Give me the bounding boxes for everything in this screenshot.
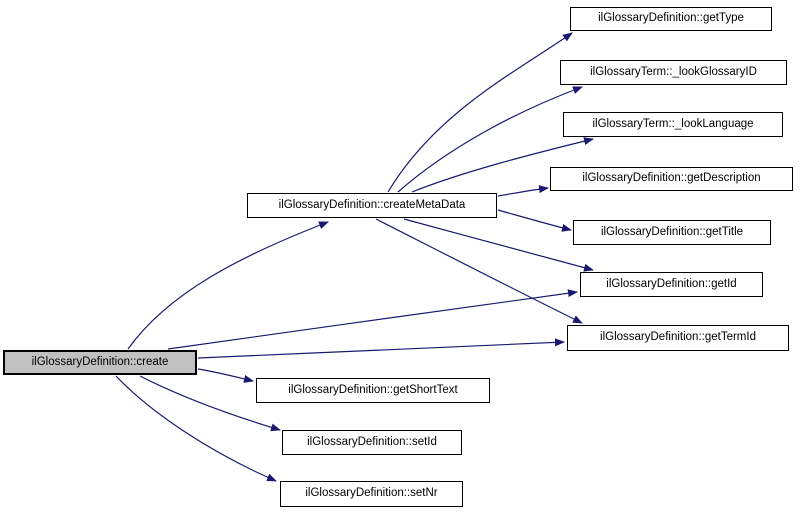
- node-getTitle[interactable]: ilGlossaryDefinition::getTitle: [573, 220, 771, 245]
- edge-create-getId: [167, 289, 578, 350]
- node-getId[interactable]: ilGlossaryDefinition::getId: [580, 272, 763, 297]
- edge-create-getShortText: [197, 368, 254, 383]
- edge-createMetaData-getDescription: [497, 185, 549, 197]
- node-getShortText[interactable]: ilGlossaryDefinition::getShortText: [256, 378, 490, 403]
- node-label: ilGlossaryDefinition::create: [31, 355, 169, 368]
- node-label: ilGlossaryDefinition::getTitle: [600, 225, 744, 238]
- node-label: ilGlossaryDefinition::setId: [307, 435, 437, 448]
- edge-createMetaData-lookLanguage: [411, 137, 594, 193]
- node-getTermId[interactable]: ilGlossaryDefinition::getTermId: [567, 325, 789, 351]
- node-label: ilGlossaryDefinition::getId: [606, 277, 737, 290]
- edge-create-setNr: [115, 375, 277, 482]
- node-lookLanguage[interactable]: ilGlossaryTerm::_lookLanguage: [563, 112, 783, 137]
- node-label: ilGlossaryDefinition::setNr: [305, 487, 438, 500]
- edge-createMetaData-getTitle: [497, 209, 572, 232]
- node-label: ilGlossaryDefinition::getTermId: [600, 331, 756, 344]
- node-label: ilGlossaryDefinition::getDescription: [582, 172, 761, 185]
- edge-create-createMetaData: [127, 221, 329, 350]
- edge-createMetaData-getType: [387, 32, 573, 193]
- edge-createMetaData-getId: [403, 218, 594, 272]
- node-setId[interactable]: ilGlossaryDefinition::setId: [282, 430, 462, 455]
- node-getDescription[interactable]: ilGlossaryDefinition::getDescription: [550, 167, 793, 191]
- node-create: ilGlossaryDefinition::create: [3, 350, 197, 375]
- edge-create-getTermId: [197, 338, 565, 359]
- edge-create-setId: [139, 375, 281, 432]
- node-label: ilGlossaryTerm::_lookGlossaryID: [590, 65, 757, 78]
- node-lookGlossaryID[interactable]: ilGlossaryTerm::_lookGlossaryID: [560, 60, 787, 85]
- node-label: ilGlossaryTerm::_lookLanguage: [592, 117, 754, 130]
- node-label: ilGlossaryDefinition::createMetaData: [278, 198, 466, 211]
- node-label: ilGlossaryDefinition::getShortText: [288, 383, 458, 396]
- node-getType[interactable]: ilGlossaryDefinition::getType: [570, 7, 772, 31]
- node-setNr[interactable]: ilGlossaryDefinition::setNr: [280, 481, 463, 507]
- edge-createMetaData-getTermId: [375, 218, 583, 324]
- node-label: ilGlossaryDefinition::getType: [598, 12, 744, 25]
- edge-createMetaData-lookGlossaryID: [397, 86, 583, 193]
- node-createMetaData[interactable]: ilGlossaryDefinition::createMetaData: [247, 193, 497, 218]
